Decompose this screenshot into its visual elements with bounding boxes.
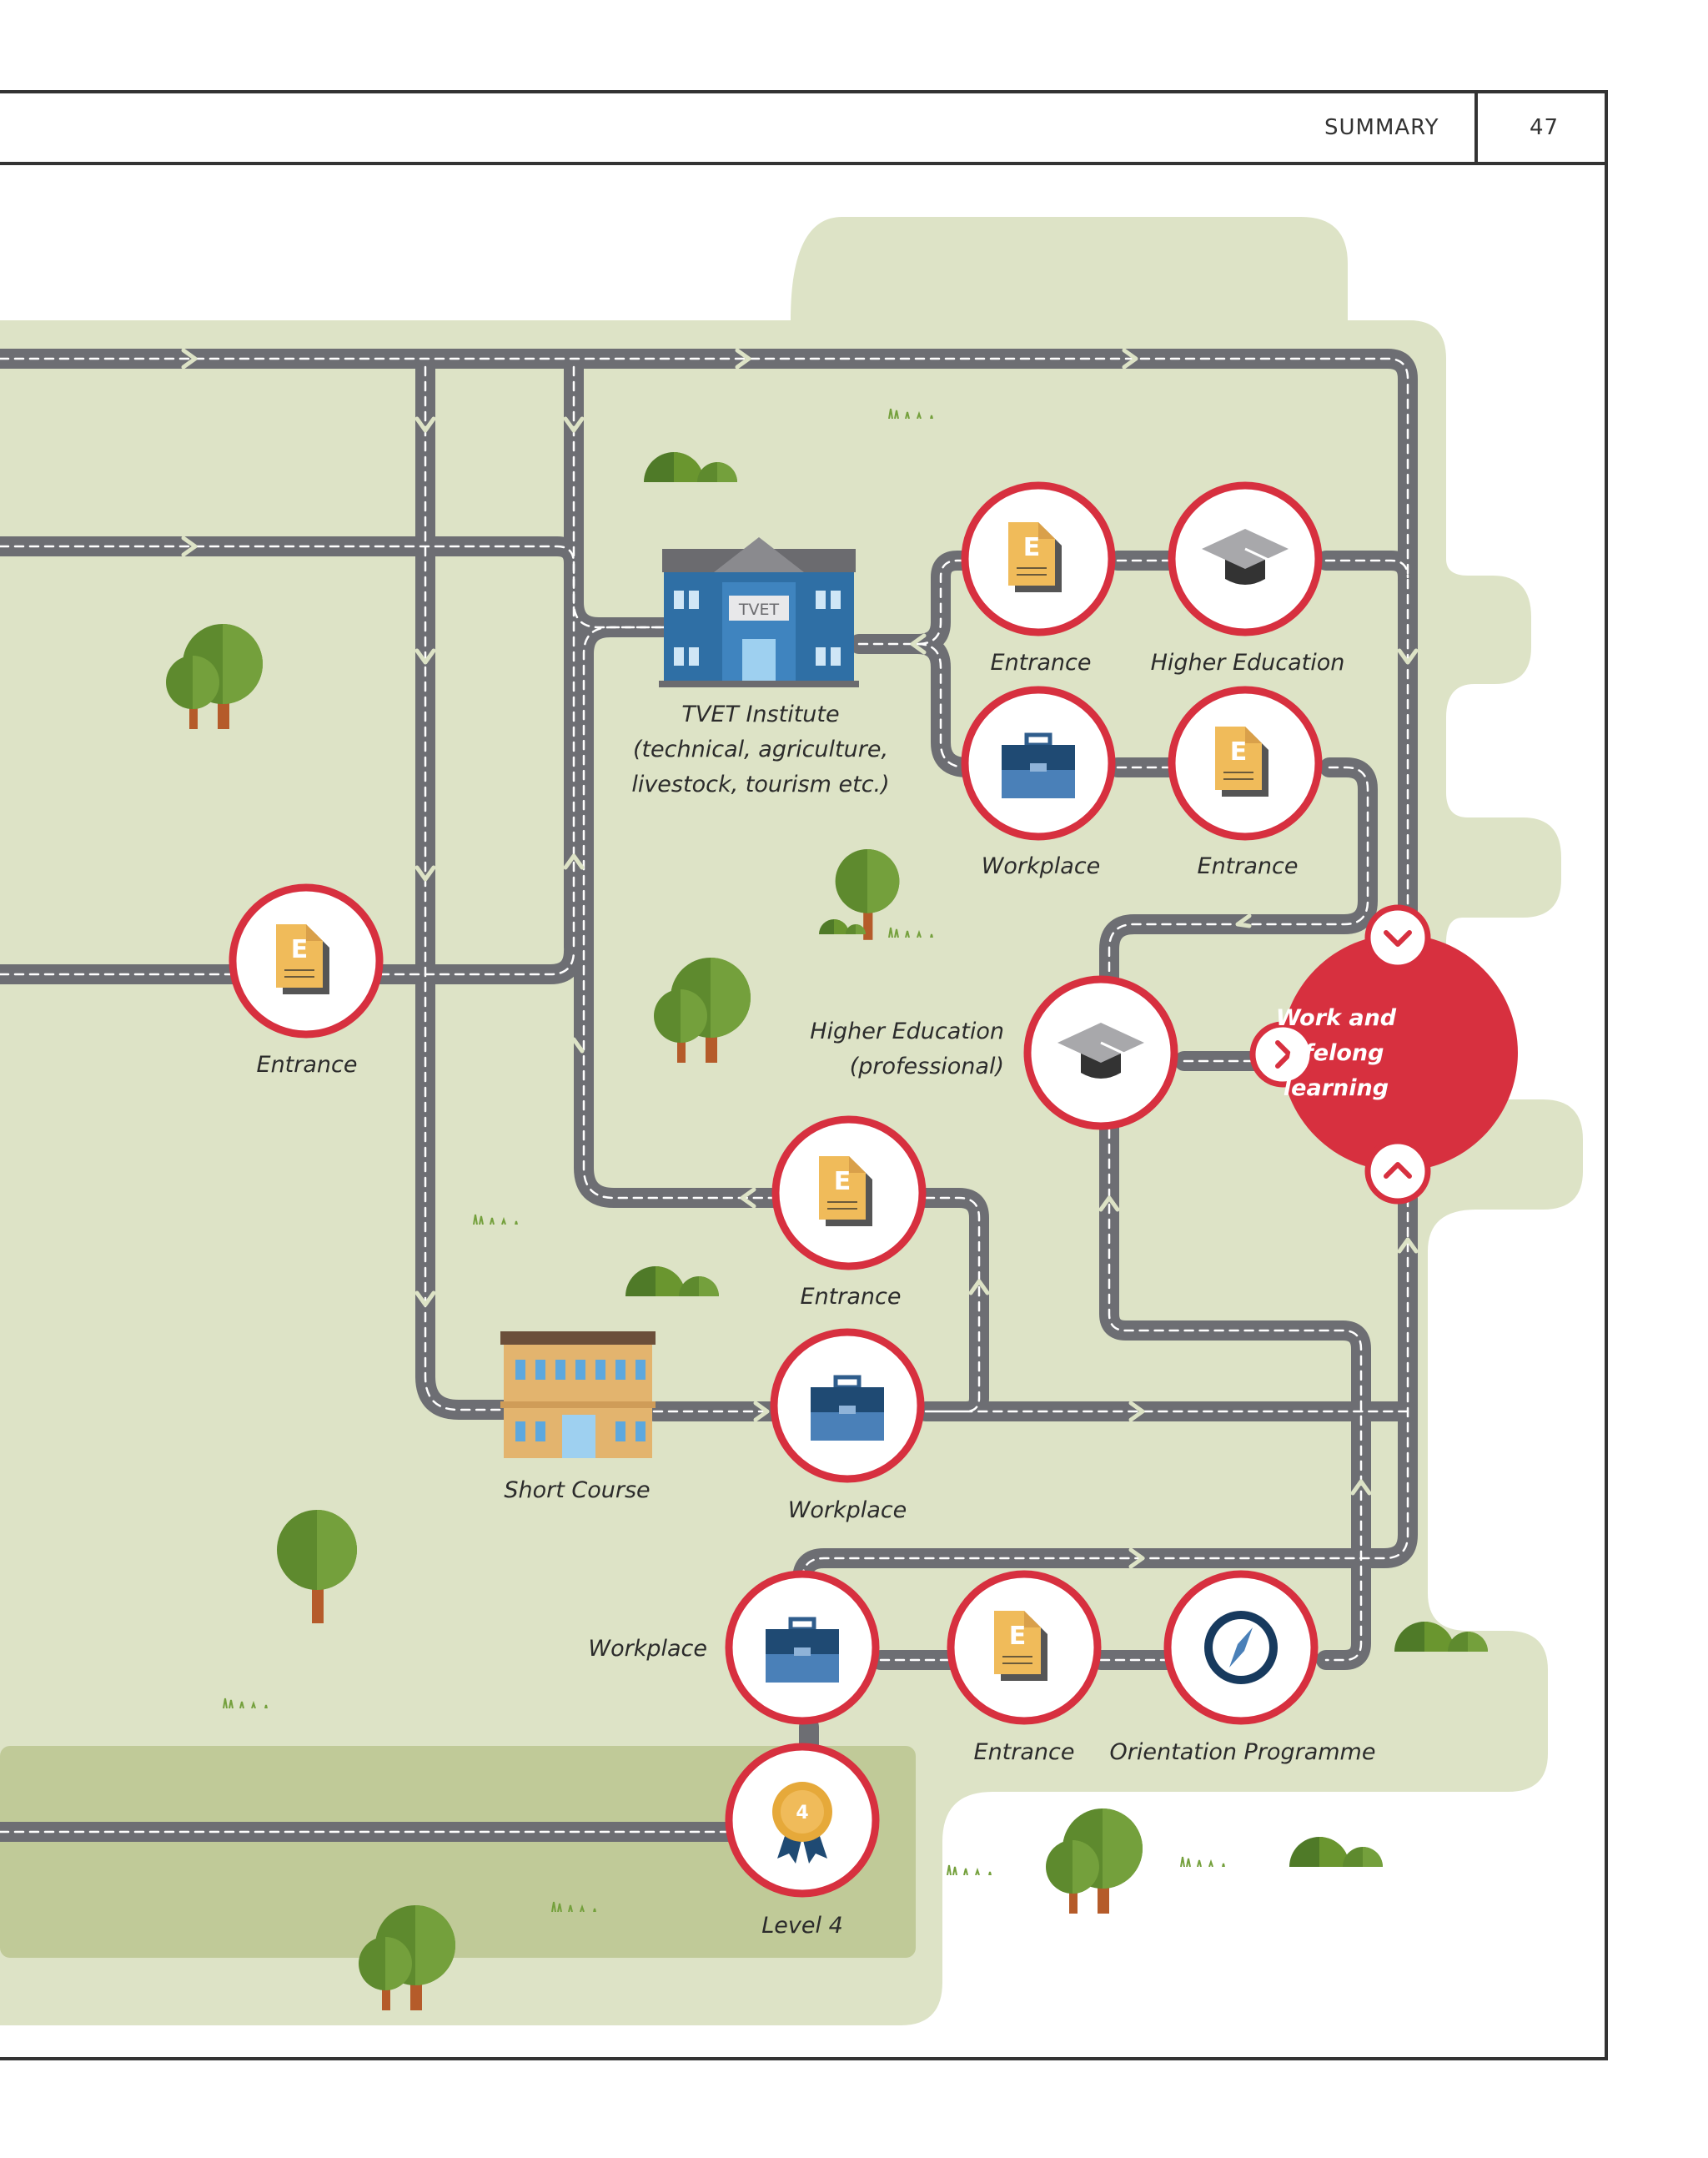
section-label: SUMMARY (1324, 115, 1439, 140)
short-course-label: Short Course (504, 1477, 651, 1503)
level-4-zone (0, 1746, 916, 1958)
level-4-label: Level 4 (761, 1913, 843, 1939)
higher-education-node-top[interactable] (1168, 481, 1323, 636)
land-area (0, 217, 1583, 2025)
chevron-right-icon[interactable] (1249, 1021, 1316, 1088)
entrance-node-bottom[interactable] (947, 1570, 1102, 1725)
higher-education-professional-node[interactable] (1023, 975, 1178, 1130)
orientation-programme-node[interactable] (1163, 1570, 1319, 1725)
page-frame (0, 90, 1608, 2060)
chevron-up-icon[interactable] (1364, 1138, 1431, 1205)
entrance-label-left: Entrance (256, 1052, 358, 1078)
tvet-sign: TVET (738, 601, 780, 619)
entrance-label-top-right: Entrance (1197, 853, 1299, 879)
bush-icon (1289, 1837, 1383, 1867)
workplace-node-top[interactable] (961, 686, 1116, 841)
entrance-label-middle: Entrance (800, 1284, 902, 1310)
entrance-node-middle[interactable] (771, 1115, 927, 1270)
entrance-label-bottom: Entrance (973, 1739, 1075, 1765)
grass-icon (1180, 1856, 1225, 1867)
short-course-building-icon (500, 1331, 656, 1458)
entrance-node-top-right[interactable] (1168, 686, 1323, 841)
tvet-institute-label: TVET Institute (technical, agriculture, … (631, 702, 890, 797)
header-divider (1474, 90, 1478, 165)
level-4-node[interactable]: 4 (725, 1743, 880, 1898)
header-rule (0, 162, 1608, 165)
goal-label: Work and lifelong learning (1275, 1005, 1397, 1101)
tree-icon (1046, 1808, 1143, 1914)
workplace-label-top: Workplace (981, 853, 1101, 879)
higher-education-professional-label: Higher Education (professional) (810, 1019, 1004, 1079)
entrance-node-left[interactable] (229, 883, 384, 1039)
workplace-label-bottom: Workplace (588, 1636, 707, 1662)
tvet-building-icon: TVET (659, 537, 859, 687)
compass-icon (1204, 1611, 1278, 1684)
level-badge-number: 4 (796, 1803, 808, 1823)
entrance-label-top: Entrance (990, 650, 1092, 676)
entrance-node-top[interactable] (961, 481, 1116, 636)
workplace-node-bottom[interactable] (725, 1570, 880, 1725)
chevron-down-icon[interactable] (1364, 904, 1431, 971)
work-and-lifelong-learning-goal[interactable] (1249, 904, 1518, 1205)
workplace-node-middle[interactable] (770, 1328, 925, 1483)
workplace-label-middle: Workplace (787, 1497, 907, 1523)
orientation-programme-label: Orientation Programme (1109, 1739, 1376, 1765)
grass-icon (947, 1864, 992, 1875)
page-number: 47 (1530, 115, 1560, 140)
higher-education-label-top: Higher Education (1150, 650, 1345, 676)
